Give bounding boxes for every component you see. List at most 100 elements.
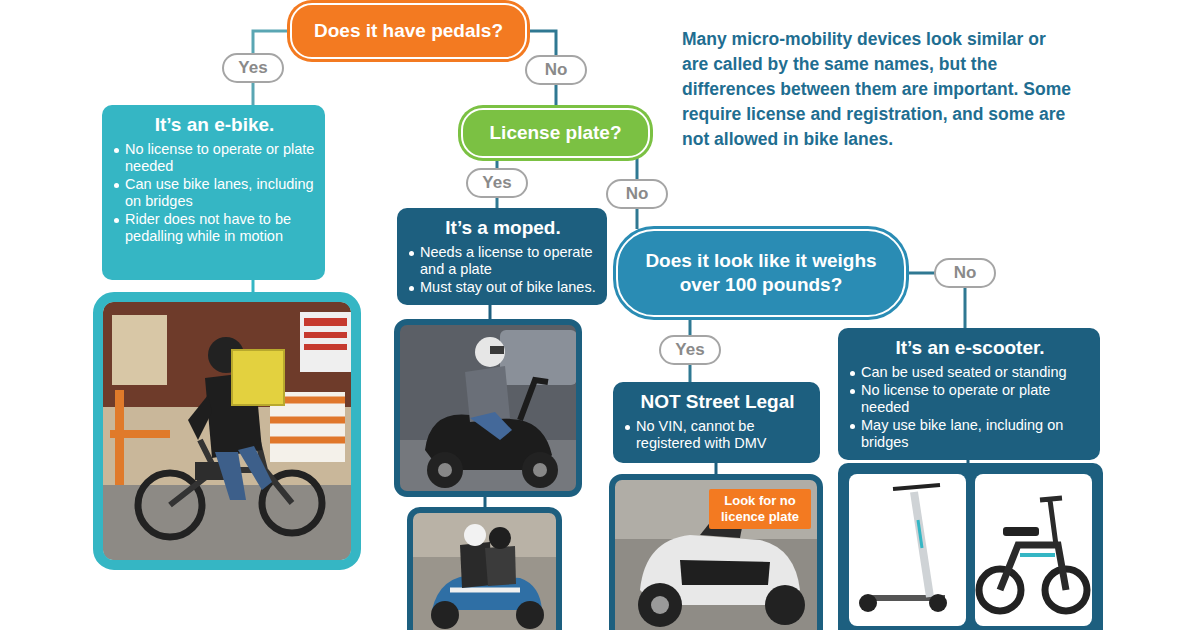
bullet-row: Needs a license to operate and a plate [407, 244, 599, 278]
ebike-photo-part-part [304, 332, 347, 338]
illegal-moped-photo-part-part [765, 585, 805, 625]
moped-photo-part-part [465, 366, 510, 422]
bullet-row: No license to operate or plate needed [848, 382, 1092, 416]
illegal-moped-photo-part [612, 477, 820, 630]
ebike-photo-part-part [215, 452, 246, 500]
question-text: Does it have pedals? [314, 19, 503, 43]
bullet-text: Needs a license to operate and a plate [420, 244, 593, 277]
scooter-photos-part [893, 485, 940, 489]
ebike-photo-part-part [232, 350, 284, 405]
callout-tag: Look for no licence plate [709, 489, 811, 529]
decision-box: Does it have pedals? [290, 3, 527, 59]
moped-photo-part-part [427, 452, 463, 488]
scooter-photos-part [929, 594, 947, 612]
moped-photo-part-part [438, 463, 452, 477]
ebike-photo-part-part [304, 318, 347, 326]
edge-label: Yes [659, 335, 721, 365]
bullet-text: No VIN, cannot be registered with DMV [636, 418, 767, 451]
bullet-text: Can be used seated or standing [861, 364, 1067, 380]
bullet-text: May use bike lane, including on bridges [861, 417, 1063, 450]
bullet-dot [850, 371, 855, 376]
bullet-text: No license to operate or plate needed [125, 141, 314, 174]
bullet-dot [409, 286, 414, 291]
moped-photo-part [412, 512, 557, 630]
bullet-text: Rider does not have to be pedalling whil… [125, 211, 291, 244]
edge-label: No [606, 179, 668, 209]
edge-label: Yes [222, 53, 284, 83]
bullet-dot [625, 425, 630, 430]
bullet-dot [114, 148, 119, 153]
result-box: NOT Street Legal No VIN, cannot be regist… [613, 382, 820, 463]
scooter-photos-part [1000, 545, 1066, 590]
decision-box: License plate? [461, 108, 650, 158]
edge-label: No [525, 55, 587, 85]
illegal-moped-photo-part-part [651, 596, 669, 614]
scooter-photos-part [838, 463, 1103, 630]
bullet-row: No VIN, cannot be registered with DMV [623, 418, 812, 452]
moped-photo-part-part [490, 346, 504, 354]
moped-photo-part-part [533, 463, 547, 477]
box-heading: NOT Street Legal [623, 390, 812, 413]
scooter-photos-part [1040, 498, 1062, 545]
bullet-dot [114, 183, 119, 188]
result-box: It’s an e-bike. No license to operate or … [102, 105, 325, 280]
moped-photo [397, 322, 579, 630]
scooter-photos-part [914, 492, 930, 597]
moped-photo-part-part [520, 380, 548, 420]
scooter-photos [838, 463, 1103, 630]
box-heading: It’s an e-scooter. [848, 336, 1092, 359]
bullet-row: May use bike lane, including on bridges [848, 417, 1092, 451]
edge-label: No [934, 258, 996, 288]
box-heading: It’s a moped. [407, 216, 599, 239]
callout-text: Look for no licence plate [713, 493, 807, 525]
moped-photo-part-part [489, 527, 511, 549]
ebike-photo-part [103, 302, 351, 560]
moped-photo-part-part [450, 588, 520, 593]
result-box: It’s a moped. Needs a license to operate … [397, 208, 607, 305]
ebike-photo-part-part [110, 430, 170, 438]
moped-photo-part-part [399, 324, 577, 492]
note-text: Many micro-mobility devices look similar… [682, 27, 1076, 152]
moped-photo-part [410, 510, 559, 630]
scooter-photos-part [975, 474, 1092, 626]
moped-photo-part [399, 324, 577, 492]
moped-photo-part-part [485, 546, 516, 586]
edge-label: Yes [466, 168, 528, 198]
bullet-text: No license to operate or plate needed [861, 382, 1050, 415]
bullet-row: No license to operate or plate needed [112, 141, 317, 175]
scooter-photos-part [859, 594, 877, 612]
ebike-photo-part [98, 297, 356, 565]
bullet-text: Can use bike lanes, including on bridges [125, 176, 314, 209]
moped-photo-part-part [500, 330, 577, 385]
bullet-row: Must stay out of bike lanes. [407, 279, 599, 296]
bullet-row: Can use bike lanes, including on bridges [112, 176, 317, 210]
decision-box: Does it look like it weighs over 100 pou… [616, 229, 906, 317]
scooter-photos-part [1003, 527, 1039, 536]
bullet-dot [850, 424, 855, 429]
illegal-moped-photo-part-part [614, 479, 818, 630]
bullet-dot [114, 218, 119, 223]
moped-photo-part-part [475, 337, 505, 367]
moped-photo-part-part [431, 601, 459, 629]
ebike-photo-part-part [103, 302, 351, 560]
result-box: It’s an e-scooter. Can be used seated or … [838, 328, 1100, 460]
bullet-row: Can be used seated or standing [848, 364, 1092, 381]
ebike-photo [98, 297, 356, 565]
illegal-moped-photo-part-part [680, 560, 770, 585]
illegal-moped-photo-part [614, 479, 818, 630]
scooter-photos-part [849, 474, 966, 626]
moped-photo-part-part [516, 601, 544, 629]
scooter-photos-part [1020, 553, 1055, 557]
ebike-photo-part-part [112, 315, 167, 385]
moped-photo-part [397, 322, 579, 494]
bullet-dot [850, 389, 855, 394]
bullet-dot [409, 251, 414, 256]
ebike-photo-part-part [304, 344, 347, 350]
illegal-moped-photo [612, 477, 820, 630]
bullet-row: Rider does not have to be pedalling whil… [112, 211, 317, 245]
question-text: Does it look like it weighs over 100 pou… [632, 249, 890, 297]
scooter-photos-part [918, 520, 922, 548]
box-heading: It’s an e-bike. [112, 113, 317, 136]
illegal-moped-photo-part-part [614, 479, 818, 539]
